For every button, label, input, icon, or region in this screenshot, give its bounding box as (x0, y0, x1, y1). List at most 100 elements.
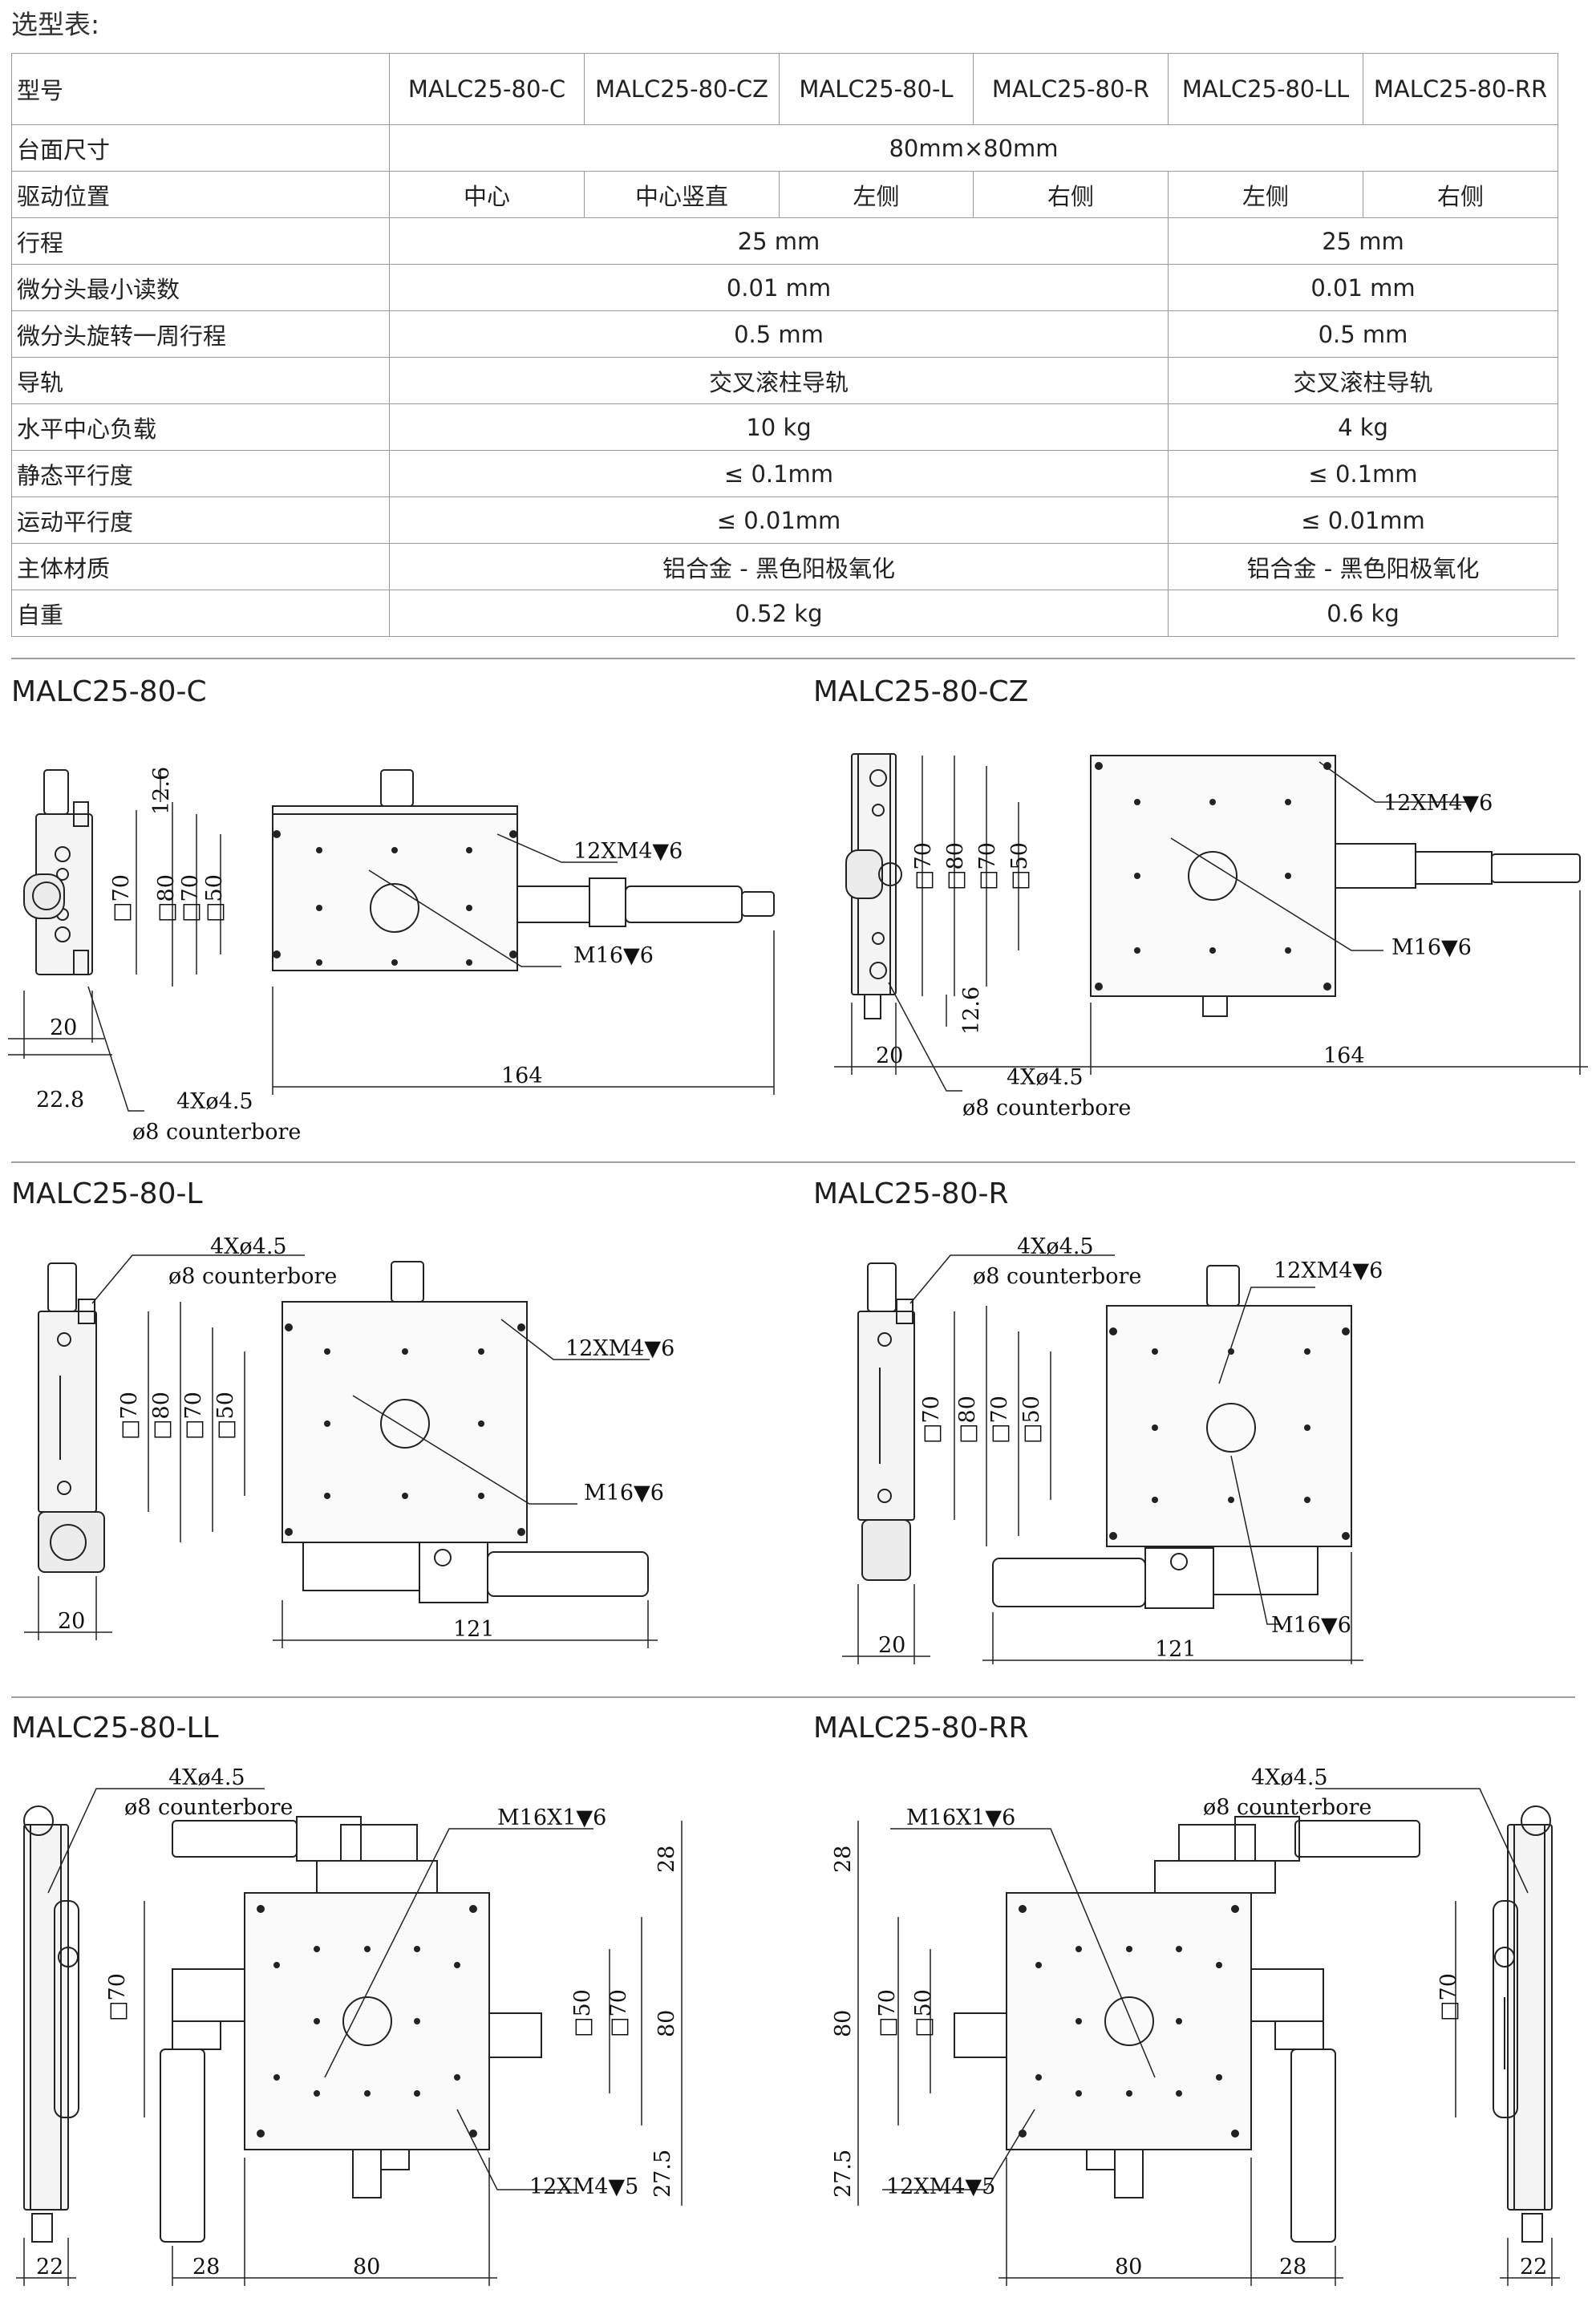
dim-cz-70b: □70 (975, 842, 1000, 890)
table-cell: 右侧 (973, 171, 1169, 218)
table-cell: 10 kg (389, 403, 1169, 451)
dim-r-holes: 12XM4▼6 (1274, 1258, 1383, 1283)
dim-r-121: 121 (1155, 1637, 1197, 1662)
dim-r-70: □70 (919, 1396, 944, 1444)
table-cell: 左侧 (779, 171, 974, 218)
dim-l-mount: 4Xø4.5 (210, 1234, 287, 1259)
table-row: 微分头旋转一周行程 0.5 mm 0.5 mm (11, 310, 1558, 358)
table-cell: 0.01 mm (389, 264, 1169, 311)
drawing-cz: 12XM4▼6 M16▼6 □70 □80 □70 □50 12.6 20 16… (834, 753, 1588, 1121)
table-cell: 铝合金 - 黑色阳极氧化 (389, 543, 1169, 590)
dim-ll-70: □70 (606, 1989, 631, 2037)
header-cell: 型号 (11, 53, 390, 125)
header-cell: MALC25-80-LL (1168, 53, 1363, 125)
drawing-title-rr: MALC25-80-RR (813, 1712, 1029, 1745)
dim-rr-50: □50 (911, 1989, 936, 2037)
dim-l-cb: ø8 counterbore (168, 1264, 337, 1289)
drawing-title-r: MALC25-80-R (813, 1177, 1009, 1210)
dim-rr-cb: ø8 counterbore (1203, 1795, 1371, 1820)
dim-r-cb: ø8 counterbore (973, 1264, 1141, 1289)
header-cell: MALC25-80-C (389, 53, 585, 125)
row-label: 自重 (11, 590, 390, 637)
section-divider (11, 658, 1575, 659)
dim-l-20: 20 (58, 1609, 85, 1634)
row-label: 静态平行度 (11, 450, 390, 497)
table-cell: 交叉滚柱导轨 (389, 357, 1169, 404)
dim-c-164: 164 (501, 1064, 543, 1088)
dim-ll-275: 27.5 (650, 2150, 675, 2198)
dim-cz-side: 12.6 (959, 987, 984, 1035)
table-cell: ≤ 0.01mm (1168, 496, 1558, 544)
dim-r-center: M16▼6 (1271, 1613, 1351, 1638)
table-header-row: 型号 MALC25-80-C MALC25-80-CZ MALC25-80-L … (11, 53, 1558, 125)
table-cell: 左侧 (1168, 171, 1363, 218)
table-cell: 右侧 (1363, 171, 1558, 218)
dim-cz-164: 164 (1323, 1044, 1365, 1068)
dim-c-50: □50 (202, 874, 227, 922)
drawing-c: 12.6 □70 □80 □70 □50 12XM4▼6 M16▼6 20 22… (8, 767, 775, 1145)
dim-cz-mount: 4Xø4.5 (1007, 1065, 1084, 1090)
table-cell: 0.6 kg (1168, 590, 1558, 637)
dim-r-50: □50 (1019, 1396, 1044, 1444)
table-cell: ≤ 0.1mm (1168, 450, 1558, 497)
dim-rr-28: 28 (831, 1846, 856, 1873)
dim-l-50: □50 (213, 1392, 238, 1440)
dim-ll-50: □50 (570, 1989, 595, 2037)
row-label: 导轨 (11, 357, 390, 404)
dim-c-228: 22.8 (36, 1088, 84, 1112)
dim-c-70b: □70 (178, 874, 203, 922)
table-cell: 4 kg (1168, 403, 1558, 451)
table-row: 运动平行度 ≤ 0.01mm ≤ 0.01mm (11, 496, 1558, 544)
dim-c-holes: 12XM4▼6 (573, 839, 683, 864)
row-label: 运动平行度 (11, 496, 390, 544)
dim-c-80: □80 (154, 874, 179, 922)
table-cell: 25 mm (1168, 217, 1558, 265)
dim-r-70b: □70 (987, 1396, 1012, 1444)
header-cell: MALC25-80-CZ (584, 53, 780, 125)
dim-ll-28w: 28 (192, 2255, 220, 2280)
table-cell: 25 mm (389, 217, 1169, 265)
table-cell: 0.01 mm (1168, 264, 1558, 311)
table-cell: 0.5 mm (389, 310, 1169, 358)
drawing-ll: 4Xø4.5 ø8 counterbore M16X1▼6 12XM4▼5 28… (16, 1765, 683, 2286)
dim-c-cb: ø8 counterbore (132, 1120, 301, 1145)
dim-l-holes: 12XM4▼6 (565, 1336, 674, 1361)
dim-rr-28w: 28 (1279, 2255, 1306, 2280)
table-row: 静态平行度 ≤ 0.1mm ≤ 0.1mm (11, 450, 1558, 497)
dim-ll-holes: 12XM4▼5 (529, 2174, 638, 2199)
table-row: 微分头最小读数 0.01 mm 0.01 mm (11, 264, 1558, 311)
header-cell: MALC25-80-L (779, 53, 974, 125)
row-label: 主体材质 (11, 543, 390, 590)
selection-table: 型号 MALC25-80-C MALC25-80-CZ MALC25-80-L … (11, 53, 1558, 637)
dim-rr-70: □70 (875, 1989, 900, 2037)
row-label: 驱动位置 (11, 171, 390, 218)
drawing-rr: 4Xø4.5 ø8 counterbore M16X1▼6 12XM4▼5 28… (831, 1765, 1560, 2286)
table-row: 台面尺寸 80mm×80mm (11, 124, 1558, 172)
dim-c-mount: 4Xø4.5 (176, 1089, 253, 1114)
table-cell: ≤ 0.1mm (389, 450, 1169, 497)
dim-rr-22: 22 (1520, 2255, 1547, 2280)
dim-ll-mount: 4Xø4.5 (168, 1765, 245, 1790)
table-row: 主体材质 铝合金 - 黑色阳极氧化 铝合金 - 黑色阳极氧化 (11, 543, 1558, 590)
dim-ll-80: 80 (654, 2010, 679, 2037)
table-cell: 0.52 kg (389, 590, 1169, 637)
drawing-title-l: MALC25-80-L (11, 1177, 203, 1210)
dim-l-70: □70 (117, 1392, 142, 1440)
table-cell: ≤ 0.01mm (389, 496, 1169, 544)
row-label: 行程 (11, 217, 390, 265)
dim-cz-holes: 12XM4▼6 (1383, 791, 1493, 816)
dim-l-center: M16▼6 (584, 1481, 664, 1505)
table-cell: 中心竖直 (584, 171, 780, 218)
drawing-title-c: MALC25-80-C (11, 675, 207, 708)
drawing-l: 4Xø4.5 ø8 counterbore 12XM4▼6 M16▼6 □70 … (24, 1234, 674, 1648)
drawing-title-ll: MALC25-80-LL (11, 1712, 219, 1745)
dim-c-top: 12.6 (149, 767, 174, 815)
dim-rr-holes: 12XM4▼5 (886, 2174, 995, 2199)
dim-ll-70s: □70 (105, 1973, 130, 2021)
drawing-r: 4Xø4.5 ø8 counterbore 12XM4▼6 M16▼6 □70 … (842, 1234, 1383, 1664)
row-label: 水平中心负载 (11, 403, 390, 451)
dim-c-70: □70 (109, 874, 134, 922)
dim-rr-275: 27.5 (831, 2150, 856, 2198)
row-label: 台面尺寸 (11, 124, 390, 172)
dim-r-20: 20 (878, 1633, 905, 1658)
